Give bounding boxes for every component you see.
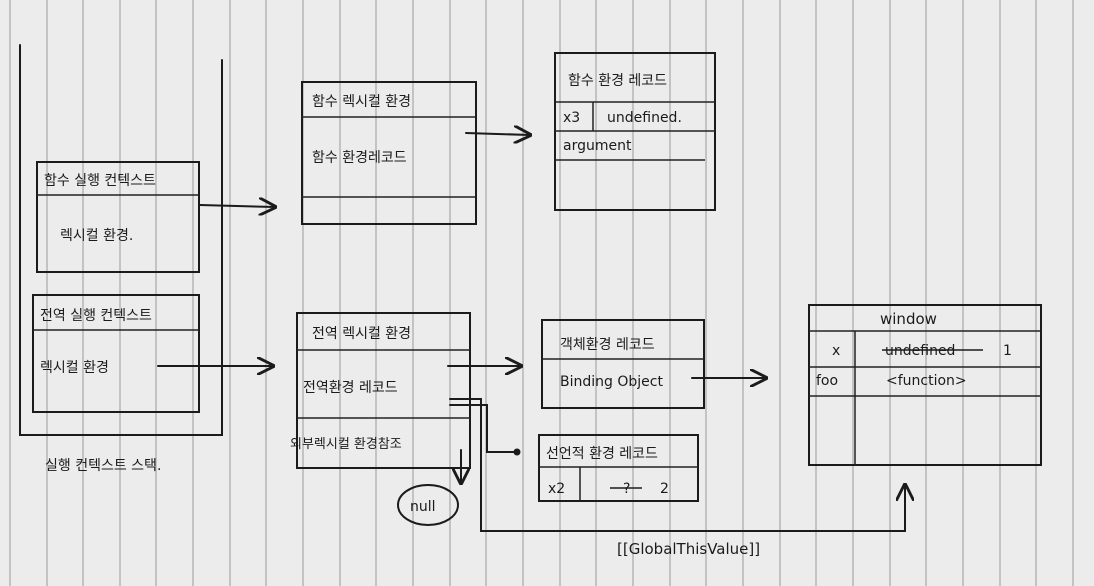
function-env-record-title: 함수 환경 레코드: [568, 73, 667, 89]
global-this-value-label: [[GlobalThisValue]]: [617, 540, 760, 558]
global-context-lexical-env: 렉시컬 환경: [40, 360, 109, 376]
declarative-arrow-head: [513, 448, 521, 456]
declarative-env-record-box: [538, 434, 699, 502]
paper-rules: [9, 0, 1074, 586]
window-value-foo: <function>: [886, 373, 967, 389]
global-lexical-env-box: [296, 312, 471, 469]
arrow-global-this-value: [449, 398, 905, 532]
binding-object-label: Binding Object: [560, 374, 663, 390]
window-value-x-new: 1: [1003, 343, 1012, 359]
global-lexical-env: 전역 렉시컬 환경 전역환경 레코드 외부렉시컬 환경참조: [290, 312, 471, 469]
global-env-record-ref: 전역환경 레코드: [303, 380, 398, 396]
function-record-value-x3: undefined.: [607, 110, 682, 126]
window-object: window x undefined 1 foo <function>: [808, 304, 1042, 466]
arrow-function-env-record: [465, 133, 530, 135]
declarative-env-record-title: 선언적 환경 레코드: [546, 446, 658, 462]
function-lexical-env-box: [301, 81, 477, 225]
declarative-record-old-value: ?: [623, 481, 630, 497]
global-context-title: 전역 실행 컨텍스트: [40, 308, 152, 324]
window-name-x: x: [832, 343, 840, 359]
declarative-env-record: 선언적 환경 레코드 x2 ? 2: [538, 434, 699, 502]
null-label: null: [410, 499, 436, 515]
function-lexical-env-title: 함수 렉시컬 환경: [312, 94, 411, 110]
function-context-lexical-env: 렉시컬 환경.: [60, 228, 133, 244]
object-env-record-title: 객체환경 레코드: [560, 337, 655, 353]
outer-env-reference: 외부렉시컬 환경참조: [290, 437, 402, 452]
stack-caption: 실행 컨텍스트 스택.: [45, 458, 161, 474]
execution-context-stack: 함수 실행 컨텍스트 렉시컬 환경. 전역 실행 컨텍스트 렉시컬 환경 실행 …: [19, 44, 223, 474]
null-ellipse: [397, 484, 459, 526]
function-env-record-ref: 함수 환경레코드: [312, 150, 407, 166]
window-value-x-old: undefined: [885, 343, 955, 359]
function-lexical-env: 함수 렉시컬 환경 함수 환경레코드: [301, 81, 477, 225]
declarative-record-new-value: 2: [660, 481, 669, 497]
object-env-record: 객체환경 레코드 Binding Object: [541, 319, 705, 409]
stack-bracket: [19, 44, 223, 436]
window-title: window: [880, 310, 937, 328]
window-box: [808, 304, 1042, 466]
arrow-function-context: [199, 205, 275, 207]
function-record-name-x3: x3: [563, 110, 580, 126]
function-record-name-argument: argument: [563, 138, 632, 154]
function-env-record: 함수 환경 레코드 x3 undefined. argument: [554, 52, 716, 211]
object-env-record-box: [541, 319, 705, 409]
global-context-box: [32, 294, 200, 413]
declarative-record-name-x2: x2: [548, 481, 565, 497]
global-lexical-env-title: 전역 렉시컬 환경: [312, 326, 411, 342]
window-name-foo: foo: [816, 373, 838, 389]
arrow-declarative-env-record: [449, 404, 518, 453]
function-context-box: [36, 161, 200, 273]
function-context-title: 함수 실행 컨텍스트: [44, 173, 156, 189]
